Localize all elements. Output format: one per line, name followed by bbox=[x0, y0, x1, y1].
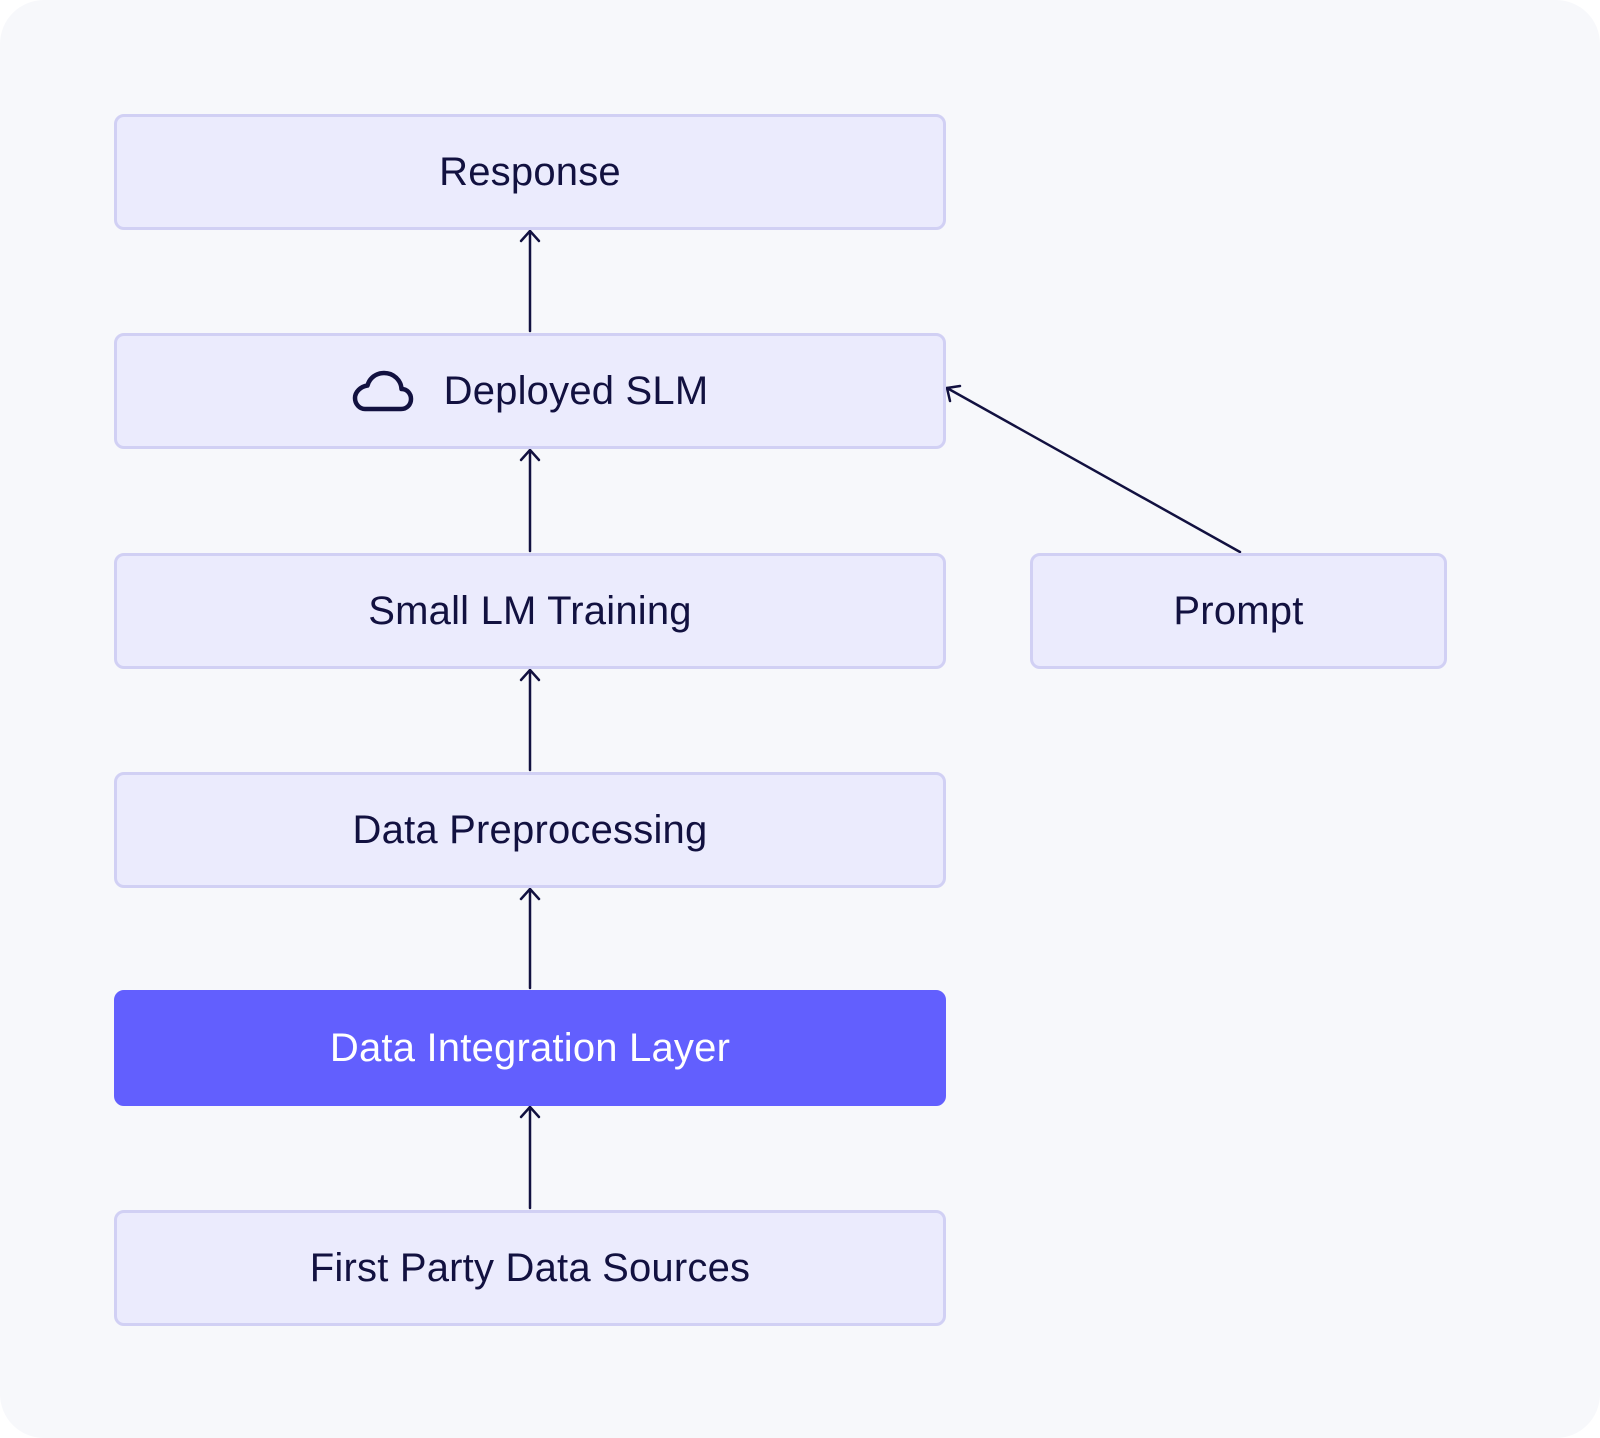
node-first-party-data-sources-label: First Party Data Sources bbox=[309, 1245, 751, 1290]
arrow-training-to-deployed-slm bbox=[519, 448, 541, 553]
node-data-integration-layer: Data Integration Layer bbox=[114, 990, 946, 1106]
node-deployed-slm-label: Deployed SLM bbox=[443, 368, 709, 413]
node-data-preprocessing-label: Data Preprocessing bbox=[352, 807, 708, 852]
node-response: Response bbox=[114, 114, 946, 230]
cloud-icon bbox=[352, 369, 414, 413]
arrow-preprocessing-to-training bbox=[519, 668, 541, 772]
node-response-label: Response bbox=[439, 149, 621, 194]
node-data-integration-layer-label: Data Integration Layer bbox=[329, 1025, 731, 1070]
node-prompt: Prompt bbox=[1030, 553, 1447, 669]
arrow-deployed-slm-to-response bbox=[519, 229, 541, 333]
node-deployed-slm: Deployed SLM bbox=[114, 333, 946, 449]
node-small-lm-training: Small LM Training bbox=[114, 553, 946, 669]
node-first-party-data-sources: First Party Data Sources bbox=[114, 1210, 946, 1326]
node-small-lm-training-label: Small LM Training bbox=[368, 588, 692, 633]
arrow-integration-to-preprocessing bbox=[519, 887, 541, 990]
arrow-sources-to-integration bbox=[519, 1105, 541, 1210]
node-data-preprocessing: Data Preprocessing bbox=[114, 772, 946, 888]
node-prompt-label: Prompt bbox=[1173, 588, 1304, 633]
arrow-prompt-to-deployed-slm bbox=[945, 384, 1242, 554]
